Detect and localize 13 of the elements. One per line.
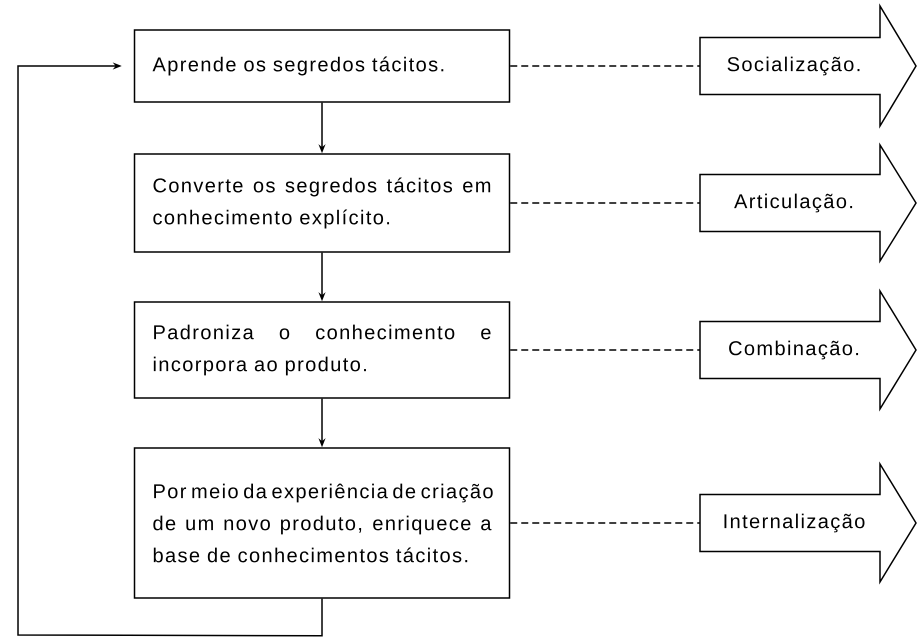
- process-box: Converte os segredos tácitos em conhecimento explícito.: [134, 153, 510, 253]
- feedback-arrow: [17, 62, 323, 636]
- stage-box: Internalização: [699, 461, 917, 585]
- process-box: Por meio da experiência de criação de um novo produto, enriquece a base de conhecimentos tácitos.: [134, 447, 510, 599]
- dashed-line: [510, 202, 700, 204]
- dashed-line: [510, 522, 700, 524]
- dashed-line: [510, 65, 700, 67]
- stage-box: Socialização.: [699, 3, 917, 129]
- stage-box: Combinação.: [699, 288, 917, 412]
- dashed-line: [510, 349, 700, 351]
- stage-box: Articulação.: [699, 142, 917, 264]
- process-box: Aprende os segredos tácitos.: [134, 29, 510, 103]
- process-box: Padroniza o conhecimento e incorpora ao produto.: [134, 301, 510, 399]
